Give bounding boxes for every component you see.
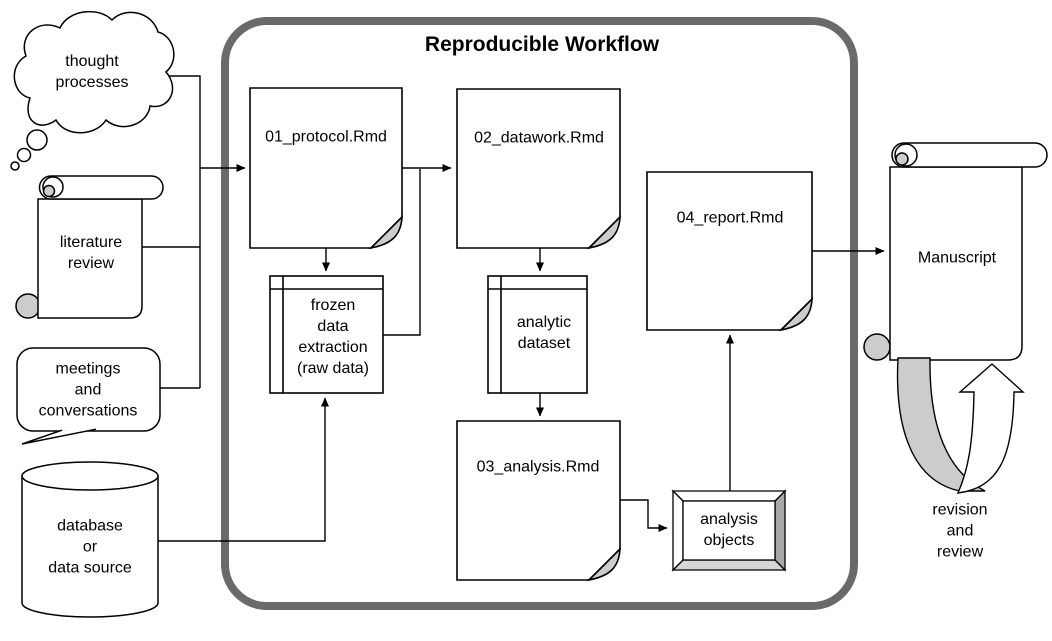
analytic-dataset-box-lines (488, 276, 587, 393)
revision-uturn-arrow-icon (896, 357, 1025, 494)
label-protocol-rmd: 01_protocol.Rmd (265, 128, 387, 146)
thought-bubble-large (26, 129, 48, 151)
arrow-database-to-frozen (158, 397, 329, 542)
thought-bubble-small (10, 161, 20, 171)
document-03-analysis (456, 420, 621, 581)
uturn-down-band (896, 357, 986, 492)
manuscript-body (889, 166, 1023, 361)
connectors (142, 75, 885, 542)
cloud-outline (13, 10, 175, 134)
manuscript-top-curl-inner (895, 152, 909, 166)
workflow-title: Reproducible Workflow (424, 33, 660, 57)
scroll-bottom-curl (15, 293, 41, 319)
label-database: database or data source (48, 517, 132, 577)
document-02-fold-icon (586, 214, 621, 250)
label-meetings: meetings and conversations (38, 360, 138, 420)
manuscript-scroll-shape (863, 142, 1048, 361)
label-revision-review: revision and review (932, 501, 988, 561)
document-01-fold-icon (368, 214, 403, 250)
connector-sources-trunk (166, 75, 201, 388)
connector-frozen-to-datawork (383, 169, 421, 336)
bevel-bottom-face (671, 559, 787, 571)
label-thought-processes: thought processes (55, 52, 129, 91)
label-report-rmd: 04_report.Rmd (676, 209, 784, 227)
bevel-top-face (671, 490, 787, 502)
storage-shapes (269, 275, 588, 394)
document-04-fold-icon (778, 296, 813, 332)
frozen-data-box (269, 275, 384, 394)
document-04-report (646, 171, 813, 331)
label-analytic-dataset: analytic dataset (516, 313, 572, 352)
arrow-analysis-to-objects (620, 499, 668, 532)
label-manuscript: Manuscript (917, 249, 997, 267)
bevel-inner-panel (682, 500, 776, 561)
workflow-boundary (221, 17, 858, 610)
manuscript-top-roll (891, 142, 1048, 168)
scroll-top-curl-inner (42, 184, 56, 198)
cylinder-body (21, 475, 159, 618)
analysis-objects-frame (671, 489, 787, 572)
document-02-datawork (456, 88, 621, 249)
scroll-top-roll (38, 175, 164, 200)
database-cylinder-shape (21, 461, 159, 618)
cylinder-top (21, 461, 159, 491)
scroll-body (37, 198, 143, 319)
speech-bubble-tail (21, 428, 97, 445)
speech-bubble-shape (16, 347, 161, 445)
thought-cloud-shape (10, 10, 175, 171)
literature-scroll-shape (15, 175, 164, 319)
analytic-dataset-box (487, 275, 588, 394)
frozen-data-box-lines (270, 276, 383, 393)
label-analysis-objects: analysis objects (700, 510, 758, 549)
manuscript-bottom-curl (863, 333, 891, 361)
uturn-up-band-arrowhead (956, 363, 1025, 494)
label-datawork-rmd: 02_datawork.Rmd (474, 129, 604, 147)
bevel-left-face (672, 489, 684, 572)
document-shapes (249, 87, 813, 582)
thought-bubble-medium (16, 147, 32, 163)
bevel-right-face (774, 489, 786, 572)
label-frozen-data: frozen data extraction (raw data) (296, 296, 370, 378)
document-03-fold-icon (586, 546, 621, 582)
label-analysis-rmd: 03_analysis.Rmd (476, 458, 600, 476)
label-literature-review: literature review (59, 233, 123, 272)
document-01-protocol (249, 87, 403, 249)
